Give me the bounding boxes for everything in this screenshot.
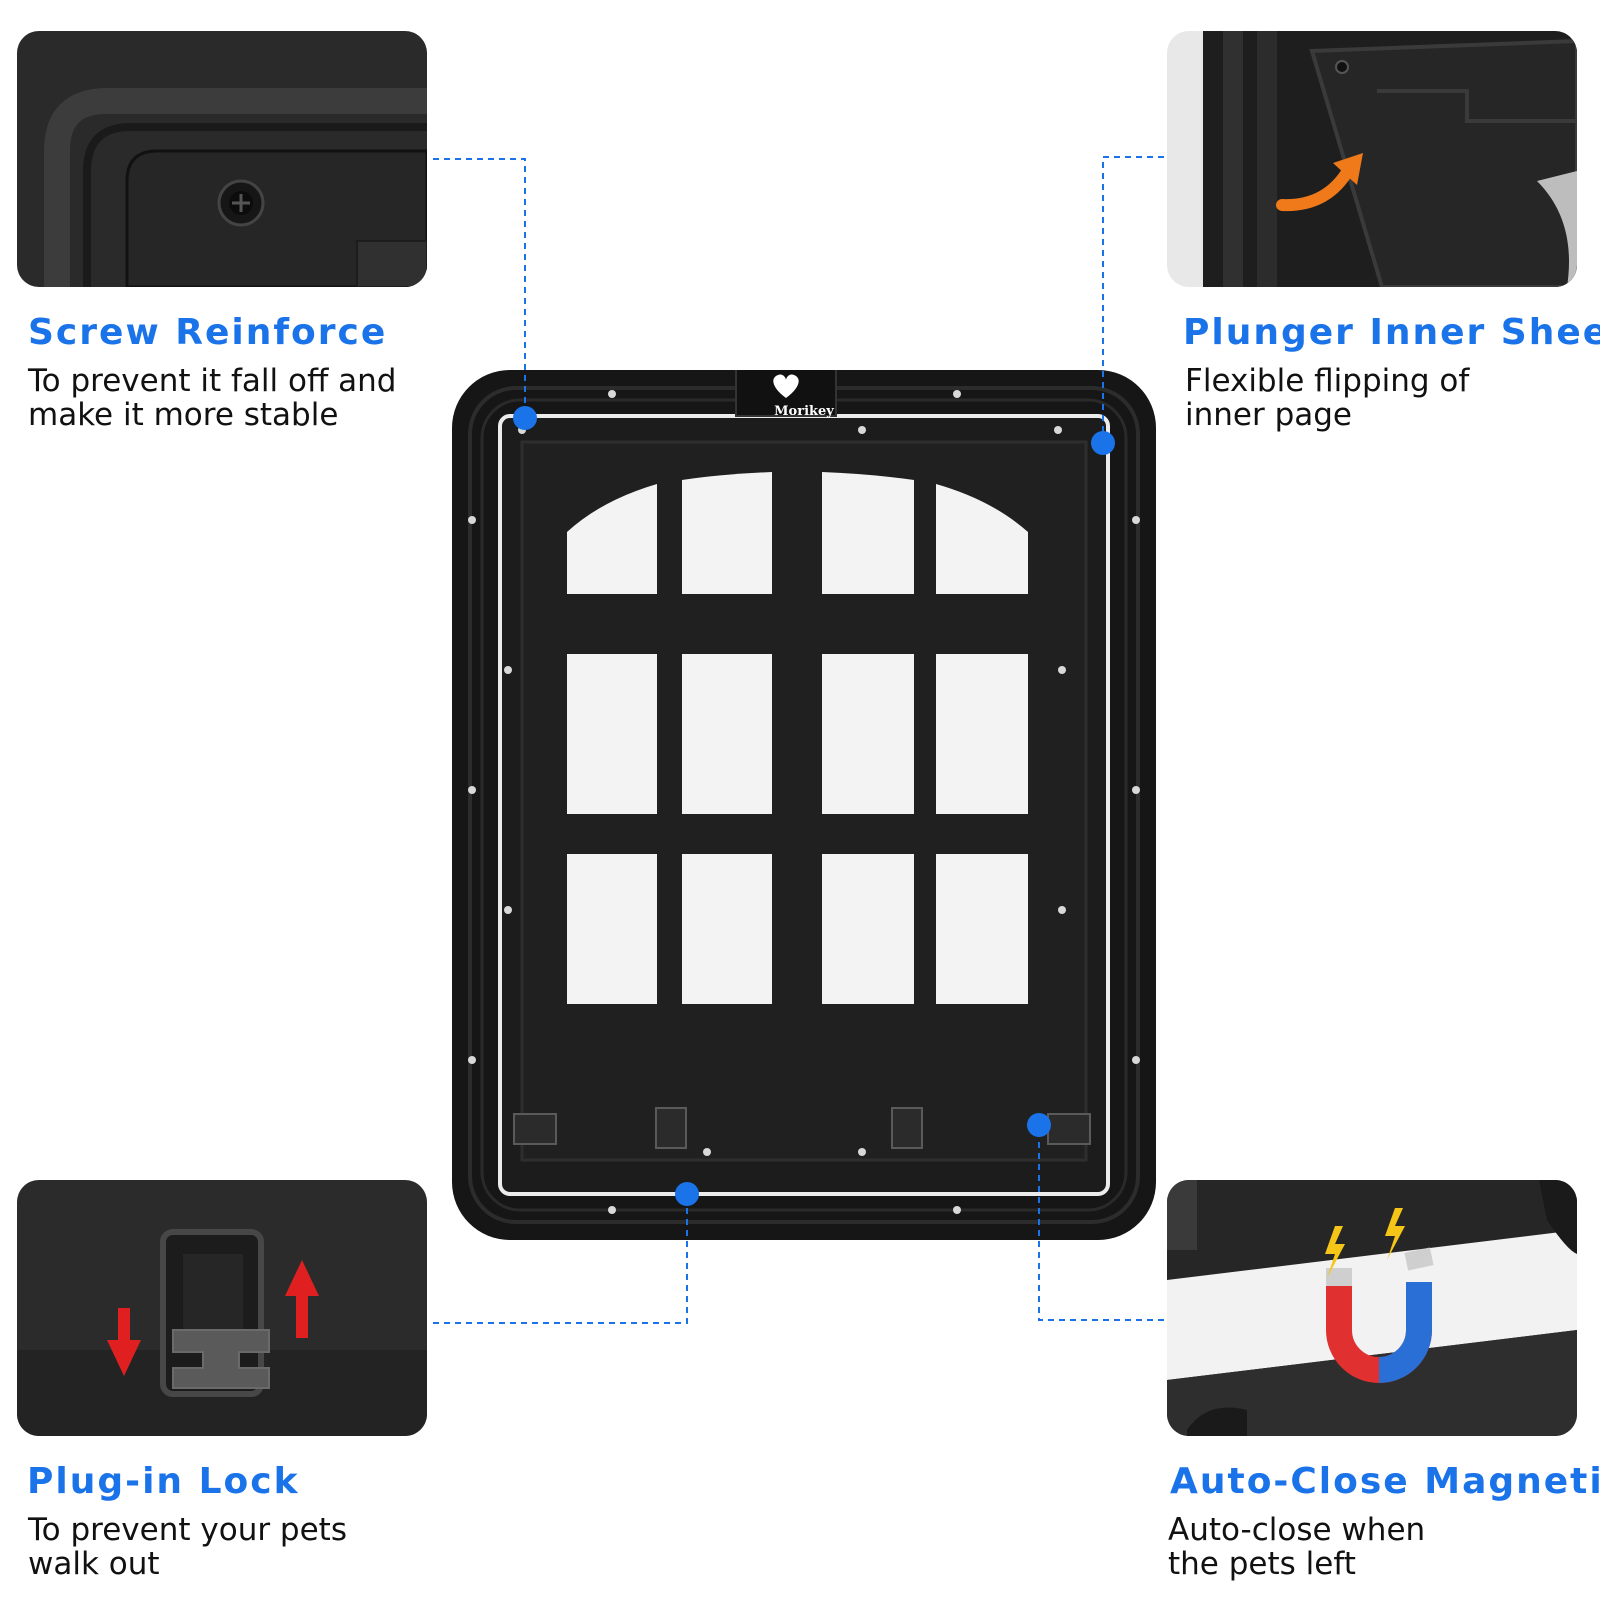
feature-title-plunger-inner-sheet: Plunger Inner Sheet [1183,312,1600,353]
plug-in-lock-closeup [17,1180,427,1436]
screw-icon [217,179,265,227]
screw-reinforce-closeup [17,31,427,287]
feature-title-screw-reinforce: Screw Reinforce [28,312,388,353]
feature-desc-plug-in-lock: To prevent your pets walk out [28,1512,347,1582]
feature-title-auto-close-magnetic: Auto-Close Magnetic [1170,1461,1600,1502]
lightning-icon [1325,1208,1405,1278]
feature-desc-screw-reinforce: To prevent it fall off and make it more … [28,363,397,433]
pet-door-product [452,370,1156,1240]
arrow-down-icon [107,1308,141,1376]
arrow-up-icon [285,1260,319,1338]
heart-logo-icon [773,374,799,398]
feature-title-plug-in-lock: Plug-in Lock [27,1461,300,1502]
flip-arrow-icon [1276,153,1363,212]
feature-desc-plunger-inner-sheet: Flexible flipping of inner page [1185,363,1470,433]
magnet-icon [1326,1247,1434,1383]
mesh-window-grid [567,472,1028,1004]
auto-close-magnetic-closeup [1167,1180,1577,1436]
brand-label: Morikey [774,404,834,419]
feature-desc-auto-close-magnetic: Auto-close when the pets left [1168,1512,1426,1582]
plunger-inner-sheet-closeup [1167,31,1577,287]
